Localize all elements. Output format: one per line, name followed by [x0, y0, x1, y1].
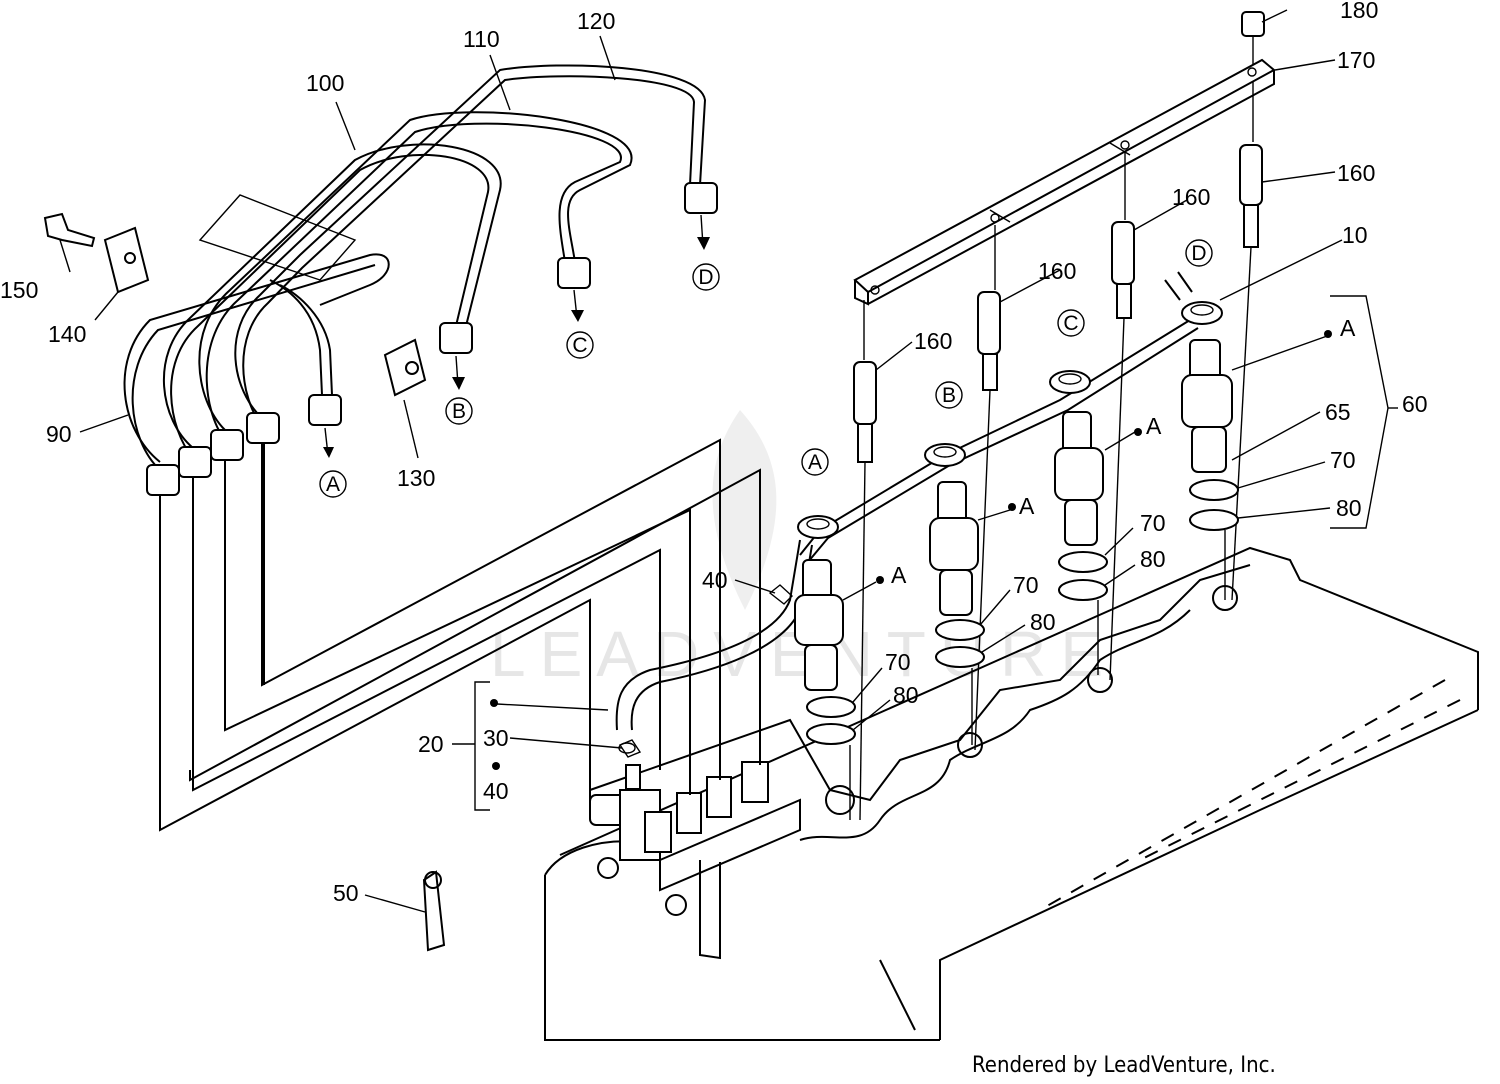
label-180: 180: [1340, 0, 1378, 23]
label-injector-a: A: [1340, 315, 1356, 341]
label-70: 70: [1013, 572, 1039, 598]
label-65: 65: [1325, 399, 1351, 425]
glow-plug: [974, 291, 1001, 751]
nut-180: [1241, 11, 1265, 37]
label-140: 140: [48, 321, 86, 347]
label-80: 80: [1140, 546, 1166, 572]
label-90: 90: [46, 421, 72, 447]
label-70: 70: [1140, 510, 1166, 536]
pipe-nut: [557, 257, 591, 289]
pump-fittings: [589, 761, 801, 892]
svg-text:B: B: [452, 400, 466, 423]
pipe-nut: [308, 394, 342, 426]
pipe-nut: [146, 464, 180, 496]
label-150: 150: [0, 277, 38, 303]
marker-pipe-a: A: [319, 470, 347, 498]
pipe-nut: [439, 322, 473, 354]
label-injector-a: A: [1019, 493, 1035, 519]
pipe-nut: [178, 446, 212, 478]
part-labels: 180 170 160 160 160 160 10 A 60 65 70 80…: [0, 0, 1428, 906]
marker-pipe-d: D: [692, 263, 720, 291]
pipe-clamps: [43, 212, 427, 397]
hose-clips: [618, 584, 794, 758]
marker-pipe-b: B: [445, 397, 473, 425]
connector-markers: A B C D A B C D: [319, 239, 1213, 498]
credit-text: Rendered by LeadVenture, Inc.: [972, 1053, 1276, 1078]
connector-arrows: [323, 214, 710, 458]
label-160: 160: [1038, 258, 1076, 284]
label-130: 130: [397, 465, 435, 491]
injectors: [794, 339, 1239, 820]
label-injector-a: A: [1146, 413, 1162, 439]
glow-plug: [1109, 221, 1135, 681]
glow-plug-bus-bar: [853, 11, 1276, 360]
watermark: LEADVENTURE: [490, 410, 1103, 690]
label-60: 60: [1402, 391, 1428, 417]
svg-text:A: A: [808, 451, 822, 474]
label-80: 80: [1336, 495, 1362, 521]
label-80: 80: [1030, 609, 1056, 635]
injection-pipes: [123, 64, 761, 832]
label-110: 110: [463, 26, 500, 52]
injector: [1181, 339, 1239, 531]
label-40: 40: [702, 567, 728, 593]
marker-pipe-c: C: [566, 331, 594, 359]
leader-lines: [59, 9, 1398, 913]
marker-return-b: B: [935, 381, 963, 409]
label-160: 160: [1172, 184, 1210, 210]
label-20: 20: [418, 731, 444, 757]
injector: [1054, 411, 1108, 601]
svg-text:D: D: [1191, 242, 1206, 265]
svg-text:A: A: [326, 473, 340, 496]
marker-return-d: D: [1185, 239, 1213, 267]
injector: [794, 559, 856, 745]
svg-text:B: B: [942, 384, 956, 407]
clamp-140: [103, 226, 150, 294]
overflow-pipe: [615, 271, 1223, 754]
marker-return-a: A: [801, 448, 829, 476]
svg-text:D: D: [698, 266, 713, 289]
pipe-nut: [246, 412, 280, 444]
label-170: 170: [1337, 47, 1375, 73]
glow-plugs: [853, 144, 1263, 821]
label-80: 80: [893, 682, 919, 708]
glow-plug: [853, 361, 877, 821]
label-70: 70: [1330, 447, 1356, 473]
clamp-130: [383, 338, 427, 397]
part-50: [422, 870, 446, 952]
svg-text:C: C: [572, 334, 587, 357]
label-120: 120: [577, 8, 615, 34]
pipe-nut: [210, 429, 244, 461]
label-injector-a: A: [891, 562, 907, 588]
label-30: 30: [483, 725, 509, 751]
label-50: 50: [333, 880, 359, 906]
injector: [929, 481, 985, 668]
label-10: 10: [1342, 222, 1368, 248]
svg-text:C: C: [1063, 312, 1078, 335]
label-160: 160: [1337, 160, 1375, 186]
label-40: 40: [483, 778, 509, 804]
marker-return-c: C: [1057, 309, 1085, 337]
pipe-nut: [684, 182, 718, 214]
label-70: 70: [885, 649, 911, 675]
bolt-150: [43, 212, 96, 248]
label-160: 160: [914, 328, 952, 354]
glow-plug: [1231, 144, 1263, 601]
label-100: 100: [306, 70, 344, 96]
